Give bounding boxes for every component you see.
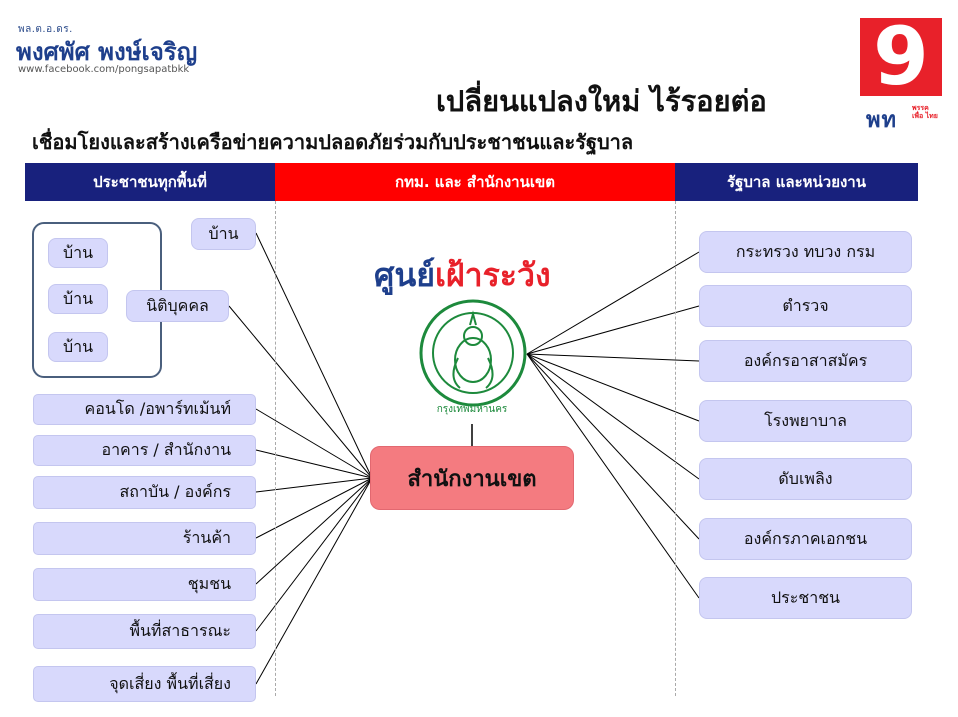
citizen-node: ประชาชน (699, 577, 912, 619)
brand-url: www.facebook.com/pongsapatbkk (18, 64, 190, 75)
header-left: ประชาชนทุกพื้นที่ (25, 163, 275, 201)
divider-left (275, 201, 276, 696)
watch-center-title-a: ศูนย์ (374, 256, 435, 294)
house-node-top: บ้าน (191, 218, 256, 250)
institution-node: สถาบัน / องค์กร (33, 476, 256, 509)
bangkok-emblem-icon (419, 299, 527, 407)
header-right: รัฐบาล และหน่วยงาน (675, 163, 918, 201)
divider-right (675, 201, 676, 696)
juristic-node: นิติบุคคล (126, 290, 229, 322)
private-org-node: องค์กรภาคเอกชน (699, 518, 912, 560)
hospital-node: โรงพยาบาล (699, 400, 912, 442)
volunteer-org-node: องค์กรอาสาสมัคร (699, 340, 912, 382)
page-subtitle: เชื่อมโยงและสร้างเครือข่ายความปลอดภัยร่ว… (32, 130, 634, 154)
public-area-node: พื้นที่สาธารณะ (33, 614, 256, 649)
condo-node: คอนโด /อพาร์ทเม้นท์ (33, 394, 256, 425)
building-node: อาคาร / สำนักงาน (33, 435, 256, 466)
district-office-box: สำนักงานเขต (370, 446, 574, 510)
ministry-node: กระทรวง ทบวง กรม (699, 231, 912, 273)
party-number-logo: 9 (860, 17, 942, 97)
police-node: ตำรวจ (699, 285, 912, 327)
emblem-caption: กรุงเทพมหานคร (436, 404, 508, 415)
page-title: เปลี่ยนแปลงใหม่ ไร้รอยต่อ (436, 84, 767, 118)
house-node-1: บ้าน (48, 238, 108, 268)
brand-name: พงศพัศ พงษ์เจริญ (16, 38, 198, 66)
watch-center-title-b: เฝ้าระวัง (434, 256, 551, 294)
fire-dept-node: ดับเพลิง (699, 458, 912, 500)
party-logo-small: พรรค เพื่อ ไทย (912, 104, 938, 120)
party-logo-text: พท (866, 108, 898, 133)
house-node-3: บ้าน (48, 332, 108, 362)
shop-node: ร้านค้า (33, 522, 256, 555)
house-node-2: บ้าน (48, 284, 108, 314)
watch-center-title: ศูนย์เฝ้าระวัง (374, 250, 551, 301)
community-node: ชุมชน (33, 568, 256, 601)
risk-point-node: จุดเสี่ยง พื้นที่เสี่ยง (33, 666, 256, 702)
header-center: กทม. และ สำนักงานเขต (275, 163, 675, 201)
brand-rank: พล.ต.อ.ดร. (18, 24, 73, 35)
